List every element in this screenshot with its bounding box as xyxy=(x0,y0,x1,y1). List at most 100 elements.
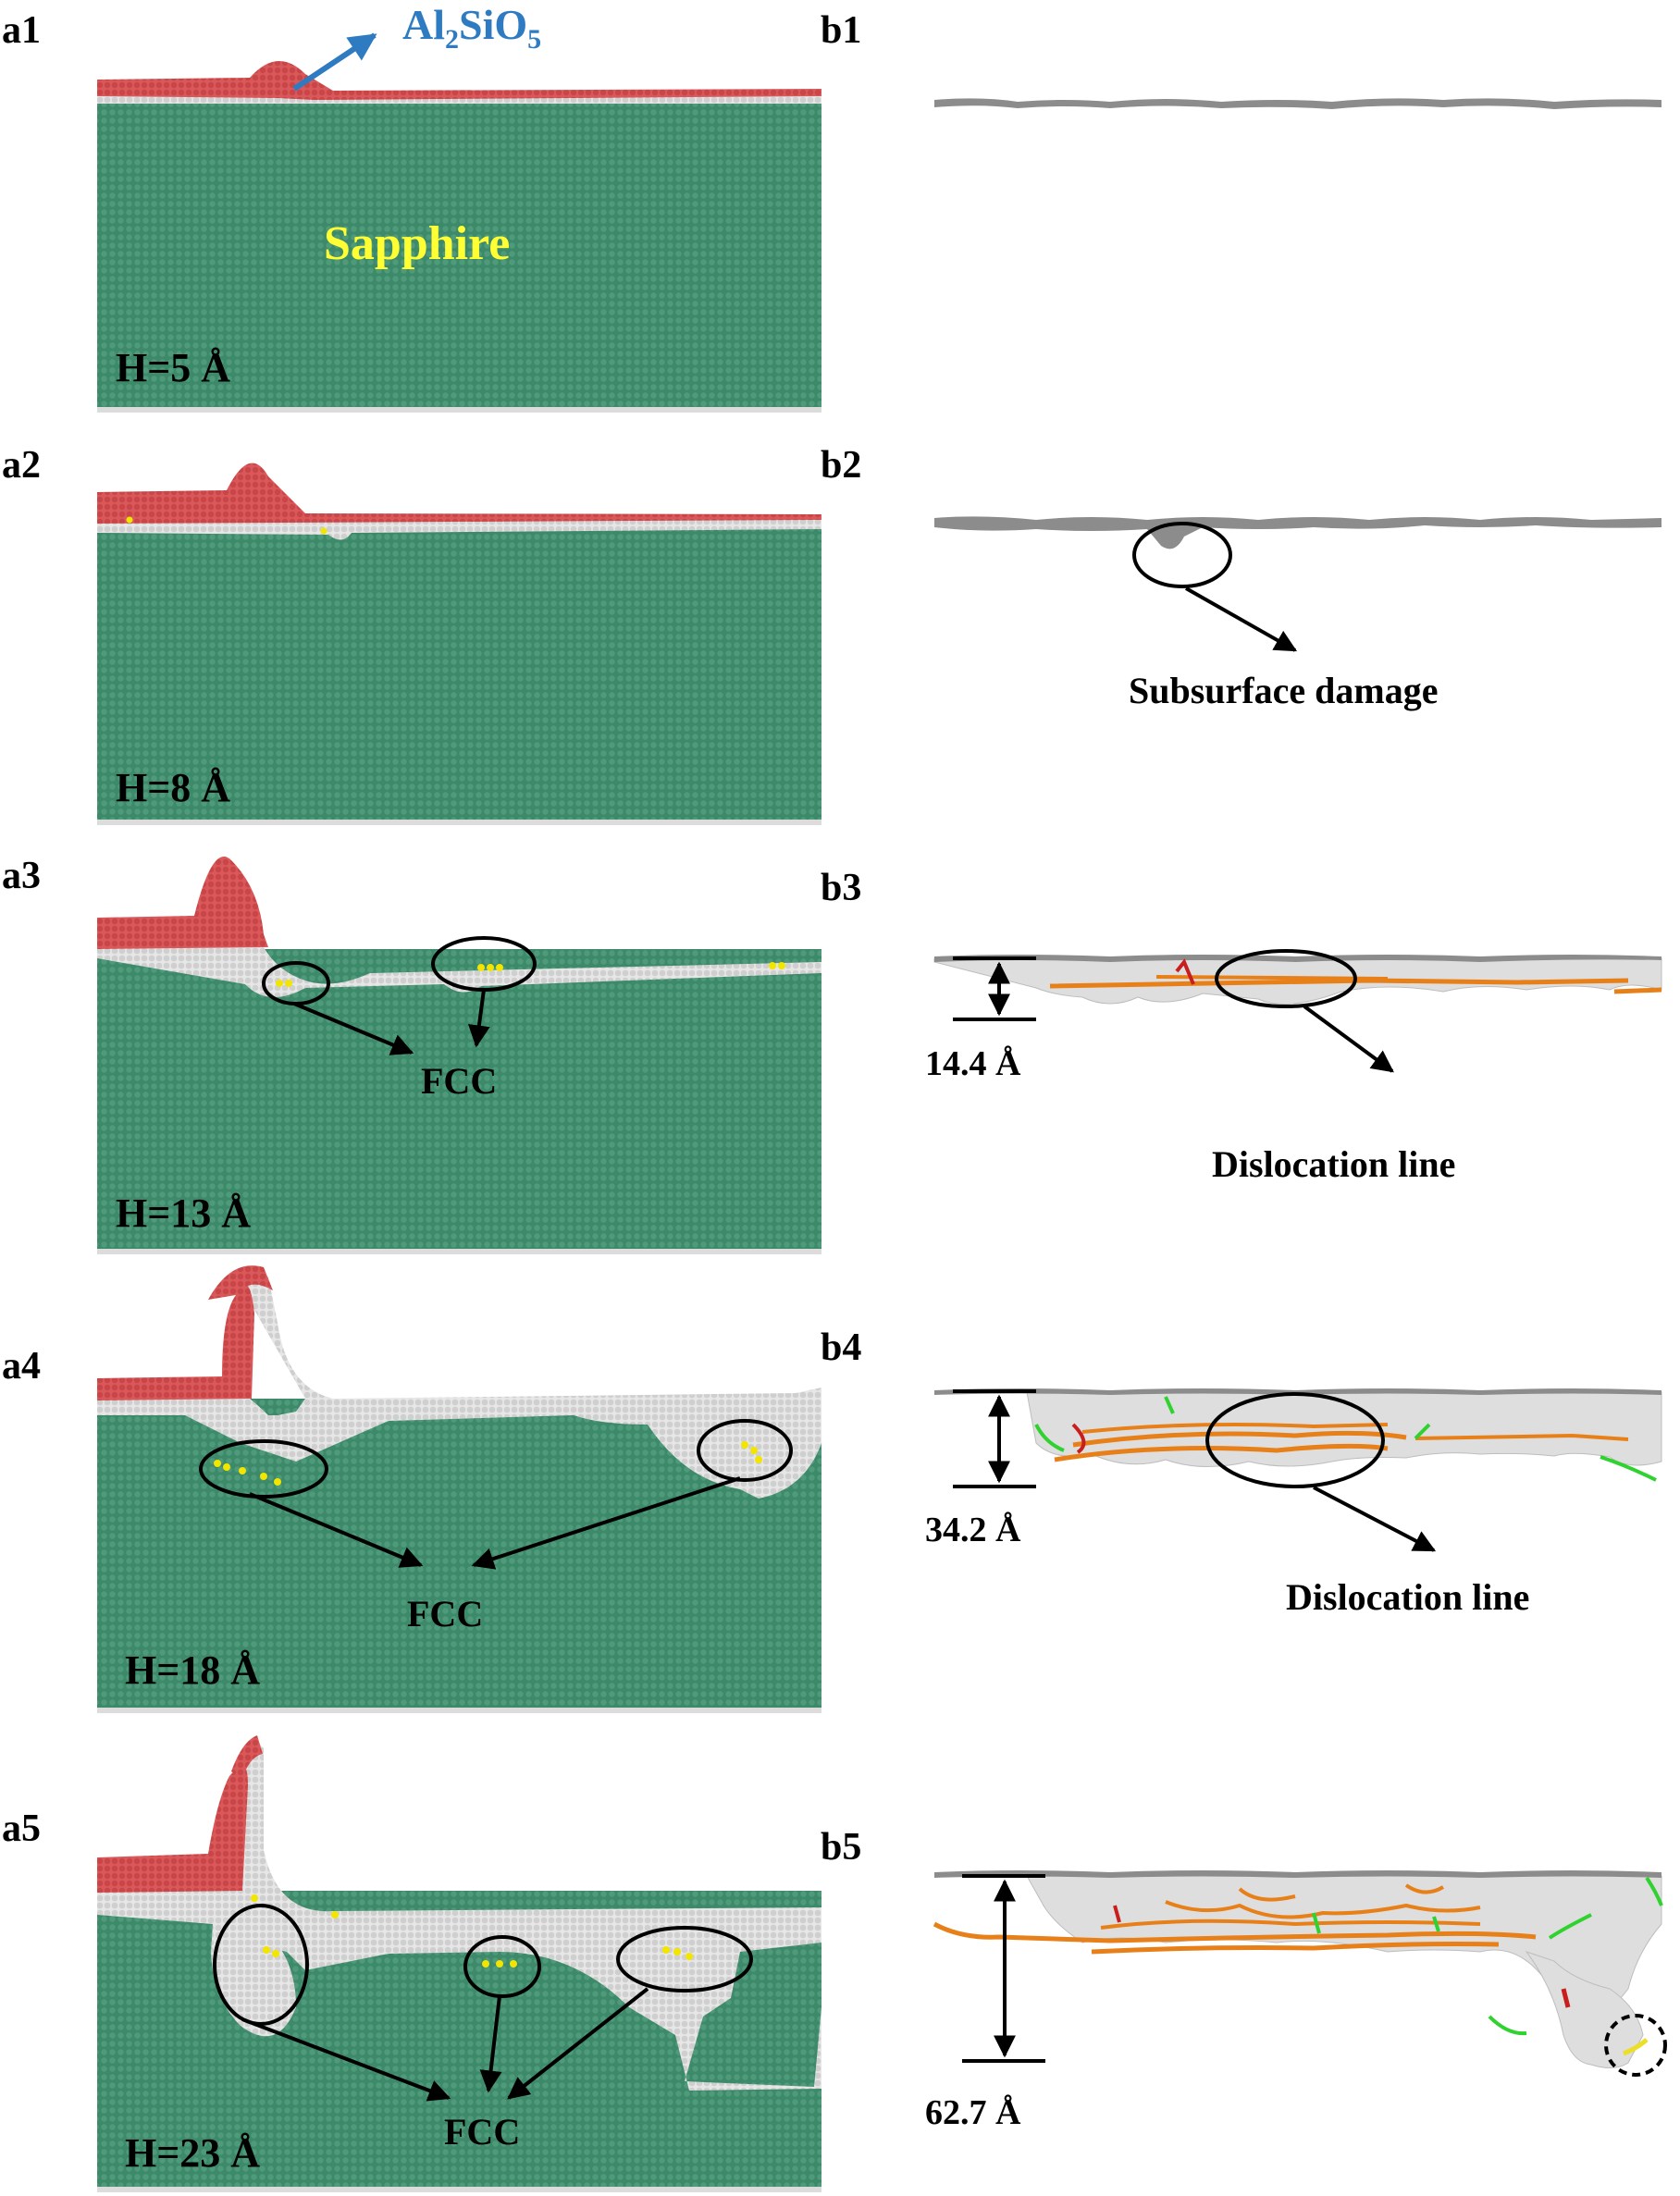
al2sio5-layer xyxy=(97,1284,254,1400)
dislocation-line xyxy=(1404,1883,1445,1894)
dislocation-line xyxy=(1414,1423,1431,1440)
al2sio5-layer xyxy=(208,1265,273,1300)
fcc-atom xyxy=(482,1960,489,1968)
depth-label-a3: H=13 Å xyxy=(116,1191,251,1236)
fcc-atom xyxy=(331,1911,339,1918)
fcc-atom xyxy=(510,1960,517,1968)
panel-label-b3: b3 xyxy=(821,867,861,909)
fcc-arrow xyxy=(249,1492,424,1568)
dislocation-line xyxy=(1414,1433,1629,1441)
dislocation-line xyxy=(1091,1942,1500,1955)
dislocation-line xyxy=(1175,958,1195,985)
bottom-layer xyxy=(97,820,821,825)
panel-label-a3: a3 xyxy=(2,855,41,897)
panel-a2: a2 H=8 Å xyxy=(2,444,821,825)
dislocation-arrow xyxy=(1313,1486,1437,1552)
depth-value-b4: 34.2 Å xyxy=(925,1511,1021,1549)
fcc-atom xyxy=(496,964,503,971)
dislocation-line xyxy=(1561,1988,1571,2008)
panel-a4: a4 FCC H=18 Å xyxy=(2,1265,821,1713)
dislocation-line xyxy=(1548,1913,1592,1940)
panel-label-a4: a4 xyxy=(2,1345,41,1388)
fcc-atom xyxy=(274,1478,281,1486)
fcc-label: FCC xyxy=(444,2111,520,2153)
damage-arrow xyxy=(1185,586,1298,652)
depth-label-a1: H=5 Å xyxy=(116,345,230,390)
fcc-atom xyxy=(260,1473,267,1480)
dislocation-line xyxy=(1432,1916,1440,1932)
dislocation-line xyxy=(1164,1396,1175,1414)
al2sio5-layer xyxy=(231,1735,263,1781)
dislocation-line xyxy=(1488,2015,1527,2036)
bottom-layer xyxy=(97,1708,821,1713)
fcc-atom xyxy=(673,1948,681,1955)
dislocation-line xyxy=(1081,1423,1389,1434)
fcc-atom xyxy=(223,1463,230,1471)
panel-a5: a5 FCC H=23 Å xyxy=(2,1735,821,2192)
fcc-label: FCC xyxy=(407,1593,483,1635)
sapphire-substrate xyxy=(97,949,821,1254)
fcc-atom xyxy=(251,1894,258,1902)
dislocation-line xyxy=(1238,1887,1296,1902)
panel-b5: b5 62.7 Å xyxy=(821,1826,1667,2132)
fcc-label: FCC xyxy=(421,1060,497,1102)
panel-a3: a3 FCC H=13 Å xyxy=(2,855,821,1254)
al2sio5-layer xyxy=(97,60,821,100)
al2sio5-label: Al2SiO5 xyxy=(402,1,541,55)
surface-mesh xyxy=(934,98,1661,109)
dislocation-line xyxy=(1072,1430,1407,1448)
panel-label-b4: b4 xyxy=(821,1326,861,1369)
dislocation-line xyxy=(1054,1443,1389,1462)
surface-mesh xyxy=(934,955,1661,962)
fcc-atom xyxy=(126,516,133,524)
dislocation-line xyxy=(1312,1912,1321,1934)
dislocation-line xyxy=(1113,1905,1121,1923)
fcc-arrow xyxy=(241,2017,451,2102)
panel-b3: b3 14.4 Å Dislocation line xyxy=(821,867,1662,1185)
fcc-atom xyxy=(477,964,485,971)
subsurface-damage-label: Subsurface damage xyxy=(1129,670,1438,711)
fcc-atom xyxy=(272,1950,279,1957)
dislocation-line xyxy=(1613,987,1662,994)
dislocation-label: Dislocation line xyxy=(1212,1143,1455,1185)
sapphire-label: Sapphire xyxy=(324,217,510,270)
bottom-layer xyxy=(97,1249,821,1254)
fcc-circle xyxy=(616,1926,753,1992)
depth-label-a4: H=18 Å xyxy=(125,1647,260,1693)
depth-value-b5: 62.7 Å xyxy=(925,2093,1021,2132)
fcc-arrow xyxy=(471,1476,741,1570)
dislocation-line xyxy=(1155,975,1389,981)
damage-volume xyxy=(934,1391,1662,1467)
depth-value-b3: 14.4 Å xyxy=(925,1044,1021,1083)
panel-label-a5: a5 xyxy=(2,1807,41,1850)
dislocation-line xyxy=(1165,1900,1481,1919)
fcc-atom xyxy=(750,1447,758,1454)
dashed-circle xyxy=(1604,2014,1667,2077)
fcc-arrow xyxy=(479,1995,502,2093)
dislocation-circle xyxy=(1215,949,1357,1008)
sapphire-substrate xyxy=(97,93,821,413)
panel-b2: b2 Subsurface damage xyxy=(821,444,1661,711)
fcc-atom xyxy=(769,962,776,969)
dislocation-line xyxy=(1049,978,1629,989)
panel-a1: a1 Al2SiO5 Sapphire H=5 Å xyxy=(2,1,821,413)
surface-mesh xyxy=(934,1870,1661,1878)
panel-label-b5: b5 xyxy=(821,1826,861,1869)
dislocation-circle xyxy=(1205,1392,1385,1488)
fcc-atom xyxy=(496,1960,503,1968)
dislocation-line xyxy=(1100,1918,1481,1930)
damage-volume xyxy=(1525,1951,1644,2068)
panel-label-b2: b2 xyxy=(821,444,861,487)
damage-circle xyxy=(1132,522,1232,588)
amorphous-layer xyxy=(97,1739,821,2091)
fcc-arrow xyxy=(467,989,490,1048)
amorphous-layer xyxy=(97,518,821,540)
dislocation-line xyxy=(1034,1424,1065,1452)
fcc-atom xyxy=(285,980,292,987)
al2sio5-layer xyxy=(97,857,268,949)
fcc-arrow xyxy=(293,1002,414,1055)
al2sio5-layer xyxy=(97,463,821,524)
surface-mesh xyxy=(934,516,1661,549)
fcc-arrow xyxy=(507,1987,649,2100)
panel-label-a2: a2 xyxy=(2,444,41,487)
